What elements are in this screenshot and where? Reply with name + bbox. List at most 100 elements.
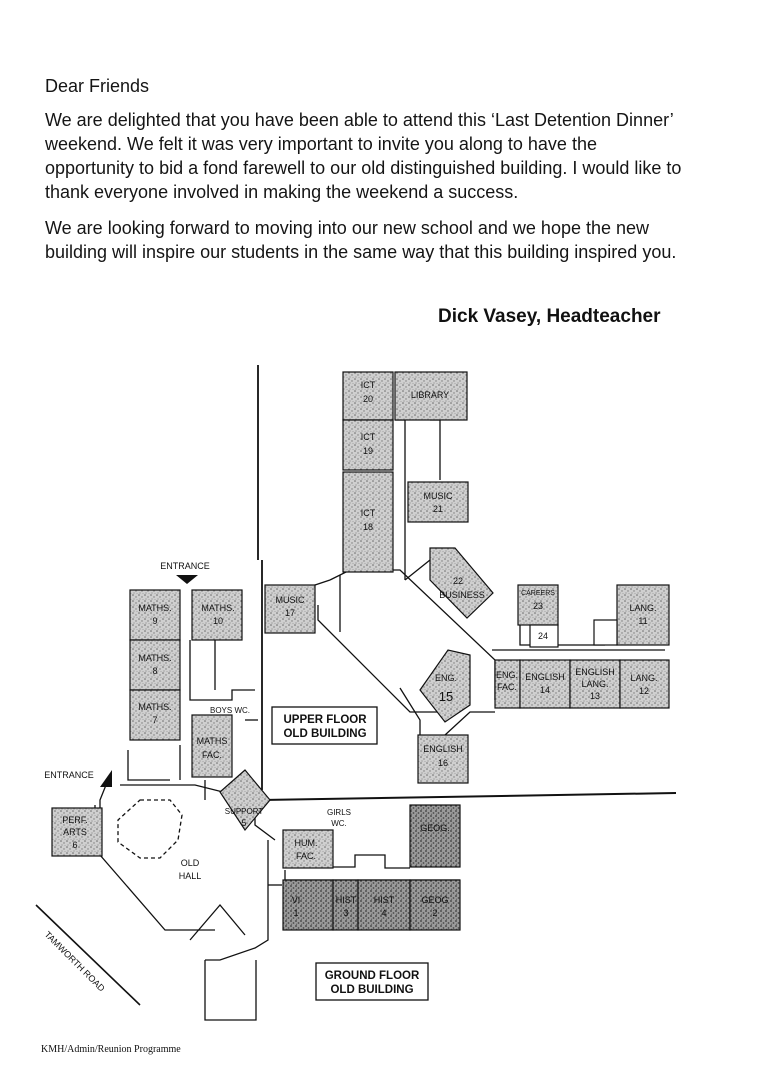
svg-text:LANG.: LANG. bbox=[630, 673, 657, 683]
svg-text:MUSIC: MUSIC bbox=[276, 595, 306, 605]
svg-text:12: 12 bbox=[639, 686, 649, 696]
svg-text:20: 20 bbox=[363, 394, 373, 404]
svg-text:MATHS.: MATHS. bbox=[201, 603, 234, 613]
room-english16 bbox=[417, 734, 469, 784]
svg-text:GIRLS: GIRLS bbox=[327, 808, 351, 817]
svg-text:HUM.: HUM. bbox=[295, 838, 318, 848]
svg-text:22: 22 bbox=[453, 576, 463, 586]
svg-text:ENG.: ENG. bbox=[496, 670, 518, 680]
footer-reference: KMH/Admin/Reunion Programme bbox=[41, 1044, 181, 1055]
svg-text:ENGLISH: ENGLISH bbox=[575, 667, 615, 677]
letter: Dear Friends We are delighted that you h… bbox=[45, 74, 685, 276]
entrance-label-top: ENTRANCE bbox=[160, 561, 210, 571]
svg-text:15: 15 bbox=[439, 689, 453, 704]
letter-paragraph-1: We are delighted that you have been able… bbox=[45, 110, 682, 202]
label-library: LIBRARY bbox=[411, 390, 449, 400]
svg-text:6: 6 bbox=[72, 840, 77, 850]
entrance-arrow-icon bbox=[176, 575, 198, 584]
svg-text:ENG.: ENG. bbox=[435, 673, 457, 683]
room-lang12 bbox=[619, 659, 670, 709]
svg-text:ICT: ICT bbox=[361, 432, 376, 442]
svg-text:8: 8 bbox=[152, 666, 157, 676]
svg-text:LANG.: LANG. bbox=[629, 603, 656, 613]
ground-floor-label: GROUND FLOOR bbox=[325, 970, 420, 982]
signature: Dick Vasey, Headteacher bbox=[438, 306, 661, 327]
svg-text:11: 11 bbox=[638, 616, 647, 626]
letter-paragraph-2: We are looking forward to moving into ou… bbox=[45, 218, 677, 262]
room-library bbox=[394, 371, 468, 421]
room-music17 bbox=[264, 584, 316, 634]
svg-text:5: 5 bbox=[241, 818, 246, 828]
svg-text:ENGLISH: ENGLISH bbox=[423, 744, 463, 754]
room-1 bbox=[282, 879, 334, 931]
svg-text:7: 7 bbox=[152, 715, 157, 725]
upper-floor-sublabel: OLD BUILDING bbox=[283, 728, 366, 740]
room-perf-arts bbox=[51, 807, 103, 857]
svg-text:WC.: WC. bbox=[331, 819, 347, 828]
svg-text:4: 4 bbox=[381, 908, 386, 918]
label-ict20: ICT bbox=[361, 380, 376, 390]
room-maths10 bbox=[191, 589, 243, 641]
road-label: TAMWORTH ROAD bbox=[43, 929, 107, 993]
room-2 bbox=[409, 879, 461, 931]
svg-text:ENGLISH: ENGLISH bbox=[525, 672, 565, 682]
svg-text:10: 10 bbox=[213, 616, 223, 626]
room-ict18 bbox=[342, 471, 394, 573]
svg-text:MATHS.: MATHS. bbox=[138, 603, 171, 613]
room-lang11 bbox=[616, 584, 670, 646]
svg-text:MATHS: MATHS bbox=[197, 736, 228, 746]
svg-text:PERF.: PERF. bbox=[62, 815, 88, 825]
svg-text:OLD: OLD bbox=[181, 858, 200, 868]
room-eng15 bbox=[419, 649, 471, 723]
svg-text:3: 3 bbox=[343, 908, 348, 918]
svg-text:18: 18 bbox=[363, 522, 373, 532]
room-maths7 bbox=[129, 689, 181, 741]
svg-text:FAC.: FAC. bbox=[497, 682, 517, 692]
room-careers23 bbox=[517, 584, 559, 626]
room-maths9 bbox=[129, 589, 181, 641]
room-24 bbox=[529, 624, 559, 648]
entrance-label-left: ENTRANCE bbox=[44, 770, 94, 780]
svg-text:GEOG.: GEOG. bbox=[420, 823, 450, 833]
room-maths8 bbox=[129, 639, 181, 691]
svg-text:21: 21 bbox=[433, 504, 443, 514]
svg-text:FAC.: FAC. bbox=[202, 750, 222, 760]
room-hum-fac bbox=[282, 829, 334, 869]
svg-text:13: 13 bbox=[590, 691, 600, 701]
svg-text:23: 23 bbox=[533, 601, 543, 611]
svg-text:24: 24 bbox=[538, 631, 548, 641]
svg-text:19: 19 bbox=[363, 446, 373, 456]
svg-text:17: 17 bbox=[285, 608, 295, 618]
svg-text:MUSIC: MUSIC bbox=[424, 491, 454, 501]
entrance-arrow-icon bbox=[100, 770, 112, 787]
room-business22 bbox=[429, 547, 494, 619]
svg-text:HIST: HIST bbox=[336, 895, 357, 905]
svg-text:VI: VI bbox=[292, 895, 301, 905]
svg-text:HIST: HIST bbox=[374, 895, 395, 905]
salutation: Dear Friends bbox=[45, 76, 150, 96]
room-music21 bbox=[407, 481, 469, 523]
svg-text:MATHS.: MATHS. bbox=[138, 653, 171, 663]
room-4 bbox=[357, 879, 411, 931]
room-geog3 bbox=[409, 804, 461, 868]
svg-text:1: 1 bbox=[293, 908, 298, 918]
svg-text:FAC.: FAC. bbox=[296, 851, 316, 861]
svg-text:16: 16 bbox=[438, 758, 448, 768]
room-maths-fac bbox=[191, 714, 233, 778]
svg-text:ICT: ICT bbox=[361, 508, 376, 518]
svg-text:2: 2 bbox=[432, 908, 437, 918]
room-eng-fac bbox=[494, 659, 521, 709]
room-english14 bbox=[519, 659, 571, 709]
svg-text:CAREERS: CAREERS bbox=[521, 590, 555, 597]
room-ict20 bbox=[342, 371, 394, 421]
svg-text:9: 9 bbox=[152, 616, 157, 626]
svg-text:ARTS: ARTS bbox=[63, 827, 87, 837]
svg-text:HALL: HALL bbox=[179, 871, 202, 881]
room-ict19 bbox=[342, 419, 394, 471]
svg-text:MATHS.: MATHS. bbox=[138, 702, 171, 712]
ground-floor-sublabel: OLD BUILDING bbox=[330, 984, 413, 996]
svg-text:GEOG: GEOG bbox=[421, 895, 448, 905]
svg-text:LANG.: LANG. bbox=[581, 679, 608, 689]
upper-floor-label: UPPER FLOOR bbox=[283, 714, 367, 726]
